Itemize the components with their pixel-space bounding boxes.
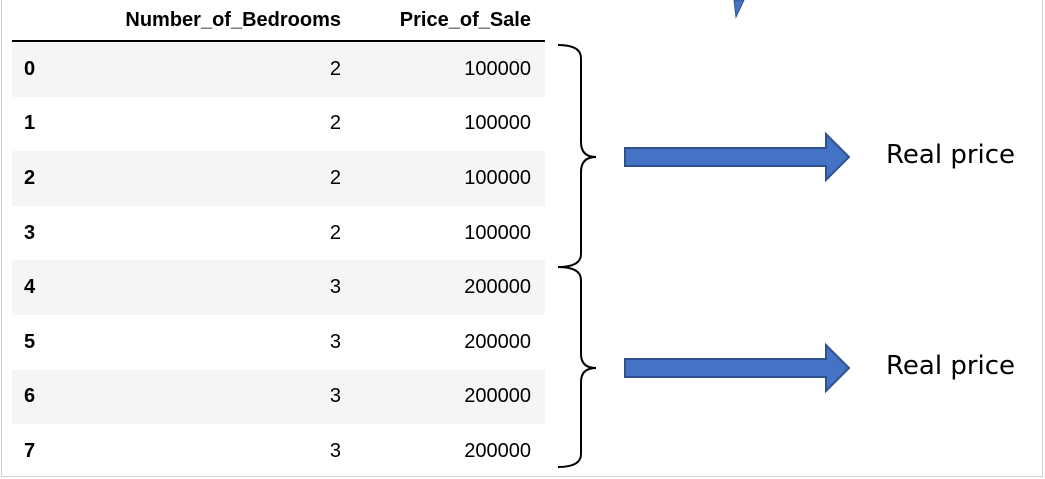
- lower-brace-icon: [557, 266, 597, 468]
- price-cell: 100000: [464, 112, 531, 135]
- row-index: 4: [24, 276, 36, 299]
- table-row: 1 2 100000: [12, 97, 545, 152]
- price-cell: 200000: [464, 330, 531, 353]
- bedrooms-cell: 2: [329, 166, 341, 189]
- row-index: 0: [24, 57, 36, 80]
- dataframe-table: Number_of_Bedrooms Price_of_Sale 0 2 100…: [12, 0, 545, 479]
- bedrooms-cell: 2: [329, 112, 341, 135]
- price-cell: 100000: [464, 221, 531, 244]
- bedrooms-cell: 3: [329, 276, 341, 299]
- bedrooms-column-header: Number_of_Bedrooms: [71, 0, 355, 42]
- partial-arrow-icon: [733, 0, 745, 19]
- price-column-header: Price_of_Sale: [355, 0, 545, 42]
- table-row: 7 3 200000: [12, 424, 545, 479]
- table-header-row: Number_of_Bedrooms Price_of_Sale: [12, 0, 545, 42]
- table-row: 2 2 100000: [12, 151, 545, 206]
- table-row: 4 3 200000: [12, 260, 545, 315]
- row-index: 2: [24, 166, 36, 189]
- row-index: 6: [24, 385, 36, 408]
- table-row: 5 3 200000: [12, 315, 545, 370]
- index-column-header: [12, 0, 71, 42]
- price-cell: 100000: [464, 166, 531, 189]
- bedrooms-cell: 2: [329, 57, 341, 80]
- price-cell: 200000: [464, 276, 531, 299]
- bedrooms-cell: 3: [329, 385, 341, 408]
- bedrooms-cell: 2: [329, 221, 341, 244]
- upper-callout-label: Real price: [886, 140, 1016, 170]
- row-index: 5: [24, 330, 36, 353]
- bedrooms-cell: 3: [329, 330, 341, 353]
- bedrooms-cell: 3: [329, 439, 341, 462]
- price-cell: 200000: [464, 385, 531, 408]
- row-index: 3: [24, 221, 36, 244]
- price-cell: 200000: [464, 439, 531, 462]
- lower-callout-label: Real price: [886, 351, 1016, 381]
- table-row: 0 2 100000: [12, 41, 545, 97]
- table-row: 3 2 100000: [12, 206, 545, 261]
- table-row: 6 3 200000: [12, 369, 545, 425]
- upper-brace-icon: [557, 44, 597, 268]
- upper-arrow-icon: [624, 131, 851, 183]
- price-cell: 100000: [464, 57, 531, 80]
- row-index: 7: [24, 439, 36, 462]
- row-index: 1: [24, 112, 36, 135]
- lower-arrow-icon: [624, 342, 851, 394]
